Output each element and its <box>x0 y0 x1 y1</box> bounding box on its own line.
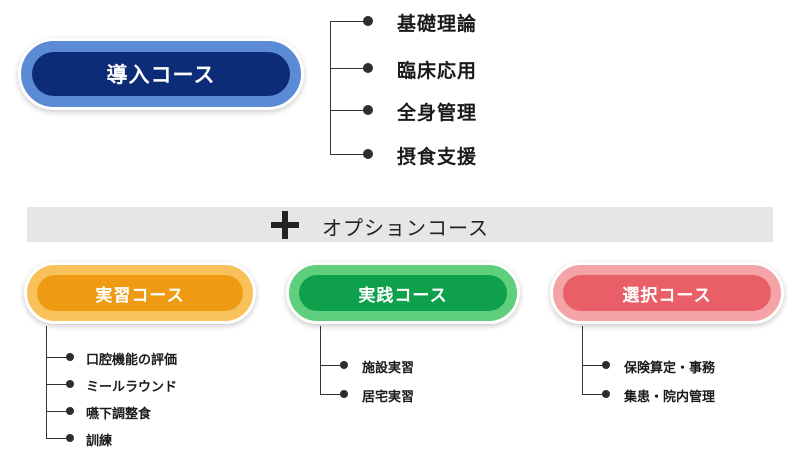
elective-tree-trunk <box>582 326 583 394</box>
elective-branch-2 <box>582 394 606 395</box>
intro-branch-4 <box>330 154 368 155</box>
intro-item-1: 基礎理論 <box>397 13 478 35</box>
intro-bullet-2 <box>363 63 373 73</box>
practice-bullet-3 <box>66 407 74 415</box>
elective-course-pill-inner: 選択コース <box>563 275 771 311</box>
field-branch-1 <box>320 365 344 366</box>
elective-branch-1 <box>582 365 606 366</box>
intro-item-2: 臨床応用 <box>397 60 478 82</box>
practice-branch-3 <box>46 411 70 412</box>
practice-tree-trunk <box>46 326 47 438</box>
practice-course-label: 実習コース <box>95 285 185 306</box>
intro-course-pill: 導入コース <box>18 38 304 110</box>
field-course-pill-inner: 実践コース <box>299 275 507 311</box>
practice-item-3: 嚥下調整食 <box>86 407 152 422</box>
option-course-band <box>27 207 773 242</box>
field-branch-2 <box>320 394 344 395</box>
practice-bullet-1 <box>66 353 74 361</box>
practice-bullet-4 <box>66 434 74 442</box>
intro-course-label: 導入コース <box>106 63 216 87</box>
practice-branch-1 <box>46 357 70 358</box>
intro-item-3: 全身管理 <box>397 102 478 124</box>
intro-branch-3 <box>330 110 368 111</box>
elective-course-pill: 選択コース <box>550 262 784 324</box>
practice-bullet-2 <box>66 380 74 388</box>
plus-icon <box>271 211 299 239</box>
field-item-1: 施設実習 <box>362 361 415 376</box>
elective-bullet-2 <box>602 390 610 398</box>
intro-item-4: 摂食支援 <box>397 146 478 168</box>
field-item-2: 居宅実習 <box>362 390 415 405</box>
elective-item-2: 集患・院内管理 <box>624 390 716 405</box>
intro-tree-trunk <box>330 21 331 154</box>
intro-branch-1 <box>330 21 368 22</box>
practice-course-pill: 実習コース <box>24 262 256 324</box>
field-bullet-2 <box>340 390 348 398</box>
practice-item-4: 訓練 <box>86 434 113 449</box>
practice-branch-4 <box>46 438 70 439</box>
field-course-pill: 実践コース <box>286 262 520 324</box>
practice-item-2: ミールラウンド <box>86 380 178 395</box>
elective-item-1: 保険算定・事務 <box>624 361 716 376</box>
option-course-label: オプションコース <box>322 216 489 240</box>
field-course-label: 実践コース <box>358 285 448 306</box>
intro-bullet-1 <box>363 16 373 26</box>
elective-course-label: 選択コース <box>622 285 712 306</box>
intro-branch-2 <box>330 68 368 69</box>
practice-item-1: 口腔機能の評価 <box>86 353 178 368</box>
intro-course-pill-inner: 導入コース <box>32 52 290 96</box>
intro-bullet-3 <box>363 105 373 115</box>
field-tree-trunk <box>320 326 321 394</box>
practice-course-pill-inner: 実習コース <box>37 275 243 311</box>
field-bullet-1 <box>340 361 348 369</box>
elective-bullet-1 <box>602 361 610 369</box>
practice-branch-2 <box>46 384 70 385</box>
intro-bullet-4 <box>363 149 373 159</box>
